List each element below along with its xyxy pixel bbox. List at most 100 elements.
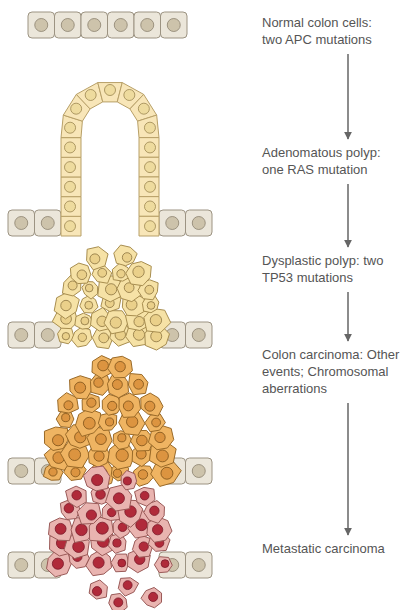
nucleus <box>108 401 117 410</box>
normal-cell <box>186 210 213 236</box>
nucleus <box>123 581 132 590</box>
nucleus <box>138 103 149 114</box>
nucleus <box>137 435 148 446</box>
nucleus <box>113 493 124 504</box>
nucleus <box>96 522 108 534</box>
nucleus <box>147 302 155 310</box>
nucleus <box>192 329 205 342</box>
normal-cell <box>55 12 82 38</box>
nucleus <box>122 253 131 262</box>
nucleus <box>52 435 63 446</box>
nucleus <box>152 525 162 535</box>
dysplastic-cell <box>58 327 74 344</box>
nucleus <box>65 221 76 232</box>
nucleus <box>65 142 76 153</box>
dysplastic-cell <box>114 245 137 266</box>
nucleus <box>49 468 57 476</box>
nucleus <box>65 181 76 192</box>
nucleus <box>113 539 121 547</box>
nucleus <box>161 467 173 479</box>
nucleus <box>85 89 96 100</box>
metastatic-cell <box>121 470 136 489</box>
nucleus <box>114 598 123 607</box>
nucleus <box>15 465 28 478</box>
normal-cell <box>81 12 108 38</box>
nucleus <box>105 284 116 295</box>
normal-cell <box>108 12 135 38</box>
nucleus <box>113 469 121 477</box>
nucleus <box>78 333 86 341</box>
dysplastic-cell <box>104 311 129 334</box>
nucleus <box>62 414 70 422</box>
polyp-cell <box>61 138 81 158</box>
carcinoma-cell <box>145 414 166 432</box>
carcinoma-cell <box>128 374 148 395</box>
nucleus <box>145 142 156 153</box>
nucleus <box>92 587 101 596</box>
nucleus <box>85 301 93 309</box>
nucleus <box>150 506 159 515</box>
normal-cell <box>134 12 161 38</box>
nucleus <box>96 434 107 445</box>
nucleus <box>134 379 144 389</box>
nucleus <box>139 542 148 551</box>
normal-cell <box>186 458 213 484</box>
metastatic-carcinoma <box>8 466 212 610</box>
progression-arrows <box>348 54 349 535</box>
normal-epithelium <box>28 12 187 38</box>
polyp-cell <box>138 115 159 138</box>
carcinoma-cell <box>44 427 68 450</box>
nucleus <box>15 329 28 342</box>
nucleus <box>90 254 100 264</box>
nucleus <box>76 524 88 536</box>
dysplastic-cell <box>126 262 152 286</box>
nucleus <box>61 300 71 310</box>
detached-cell <box>118 578 138 596</box>
nucleus <box>94 451 104 461</box>
metastatic-cell <box>48 518 72 541</box>
nucleus <box>15 559 28 572</box>
dysplastic-cell <box>70 263 90 284</box>
stage-label: Adenomatous polyp: one RAS mutation <box>262 144 392 178</box>
normal-cell <box>161 12 188 38</box>
metastatic-cell <box>66 486 87 507</box>
nucleus <box>134 316 144 326</box>
normal-cell <box>35 322 62 348</box>
nucleus <box>41 329 54 342</box>
nucleus <box>145 181 156 192</box>
carcinoma-cell <box>141 393 163 416</box>
normal-cell <box>28 12 55 38</box>
polyp-cell <box>61 177 81 197</box>
nucleus <box>92 474 103 485</box>
nucleus <box>141 19 154 32</box>
nucleus <box>65 201 76 212</box>
polyp-cell <box>139 157 159 177</box>
metastatic-cell <box>154 557 172 573</box>
nucleus <box>98 268 107 277</box>
nucleus <box>72 491 81 500</box>
nucleus <box>85 284 93 292</box>
normal-cell <box>35 210 62 236</box>
nucleus <box>152 418 161 427</box>
normal-cell <box>8 210 35 236</box>
nucleus <box>65 162 76 173</box>
nucleus <box>112 380 122 390</box>
nucleus <box>145 285 154 294</box>
nucleus <box>64 401 73 410</box>
nucleus <box>65 122 76 133</box>
nucleus <box>98 360 109 371</box>
nucleus <box>77 270 87 280</box>
metastatic-cell <box>135 487 155 506</box>
metastatic-cell <box>84 466 110 491</box>
nucleus <box>106 418 114 426</box>
nucleus <box>86 510 96 520</box>
polyp-cell <box>139 216 159 236</box>
nucleus <box>150 315 161 326</box>
nucleus <box>192 217 205 230</box>
nucleus <box>192 559 205 572</box>
nucleus <box>110 317 121 328</box>
nucleus <box>41 217 54 230</box>
progression-arrow <box>347 184 349 247</box>
progression-arrow <box>347 292 349 341</box>
